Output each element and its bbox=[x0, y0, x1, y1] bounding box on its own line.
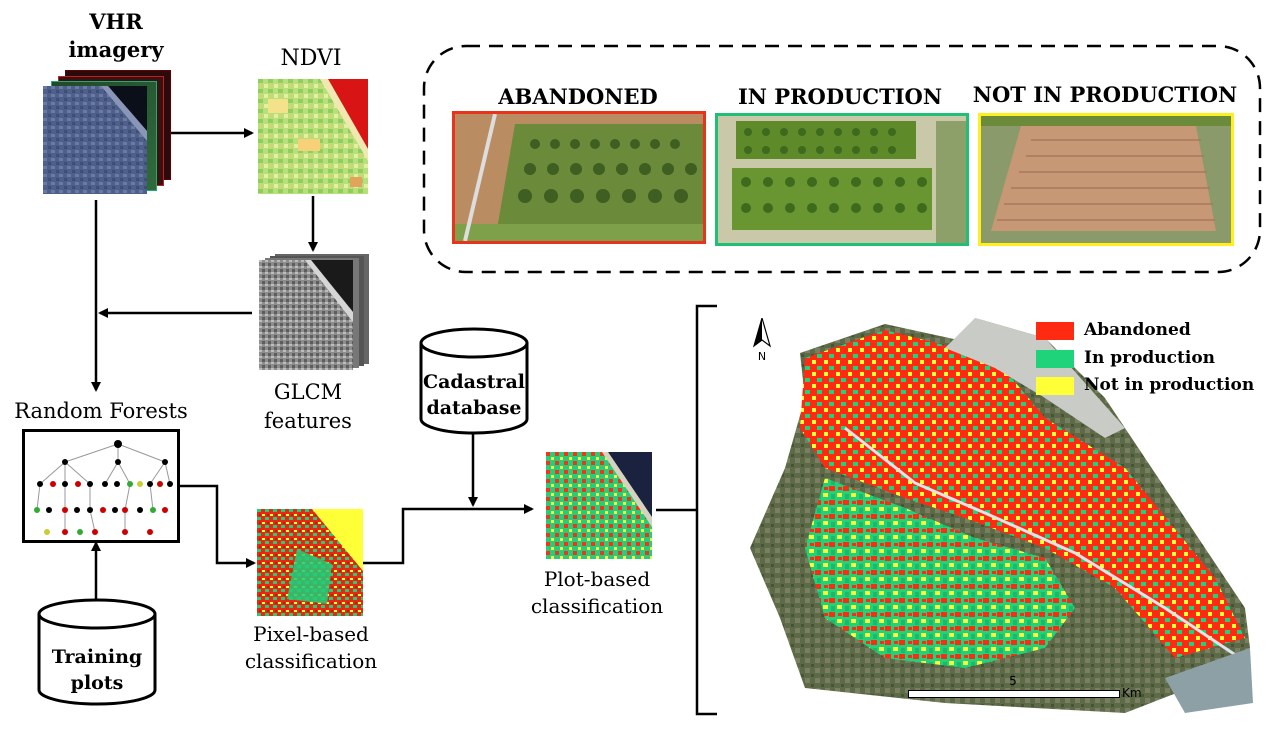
random-forests-box bbox=[22, 429, 180, 543]
glcm-layer-1 bbox=[259, 260, 353, 370]
photo-title-abandoned: ABANDONED bbox=[498, 84, 658, 109]
north-label: N bbox=[757, 350, 767, 363]
classification-map bbox=[745, 318, 1255, 713]
photo-abandoned bbox=[452, 111, 706, 244]
database-icon bbox=[419, 327, 529, 435]
map-bracket bbox=[695, 304, 717, 716]
legend-label-abandoned: Abandoned bbox=[1084, 320, 1191, 340]
random-forests-label: Random Forests bbox=[14, 399, 188, 423]
decision-tree-icon bbox=[34, 440, 173, 535]
ndvi-label: NDVI bbox=[280, 46, 342, 71]
plot-classification-image bbox=[546, 452, 652, 559]
legend-label-in-production: In production bbox=[1084, 348, 1216, 368]
north-arrow-icon: N bbox=[752, 315, 772, 364]
pixel-classification-image bbox=[257, 509, 363, 616]
arrow-rf-to-pixel bbox=[177, 484, 256, 568]
map-image bbox=[750, 318, 1253, 713]
legend-swatch-not-in-production bbox=[1036, 377, 1074, 395]
arrow-pixel-to-plot bbox=[363, 504, 534, 565]
scale-unit: Km bbox=[1122, 686, 1142, 700]
photo-not-in-production bbox=[978, 113, 1234, 246]
scale-line bbox=[908, 690, 1120, 698]
map-legend: Abandoned In production Not in productio… bbox=[1036, 316, 1266, 400]
legend-label-not-in-production: Not in production bbox=[1084, 375, 1255, 395]
photo-title-in-production: IN PRODUCTION bbox=[737, 84, 943, 109]
scale-value: 5 bbox=[1009, 674, 1017, 688]
photo-title-not-in-production: NOT IN PRODUCTION bbox=[972, 82, 1238, 107]
ndvi-image bbox=[258, 79, 368, 194]
scale-bar: 5 Km bbox=[906, 674, 1156, 704]
reference-frame bbox=[422, 44, 1262, 274]
photo-in-production bbox=[715, 113, 969, 246]
legend-swatch-abandoned bbox=[1036, 322, 1074, 340]
database-icon bbox=[37, 598, 157, 706]
vhr-band-0 bbox=[43, 86, 147, 194]
legend-swatch-in-production bbox=[1036, 350, 1074, 368]
